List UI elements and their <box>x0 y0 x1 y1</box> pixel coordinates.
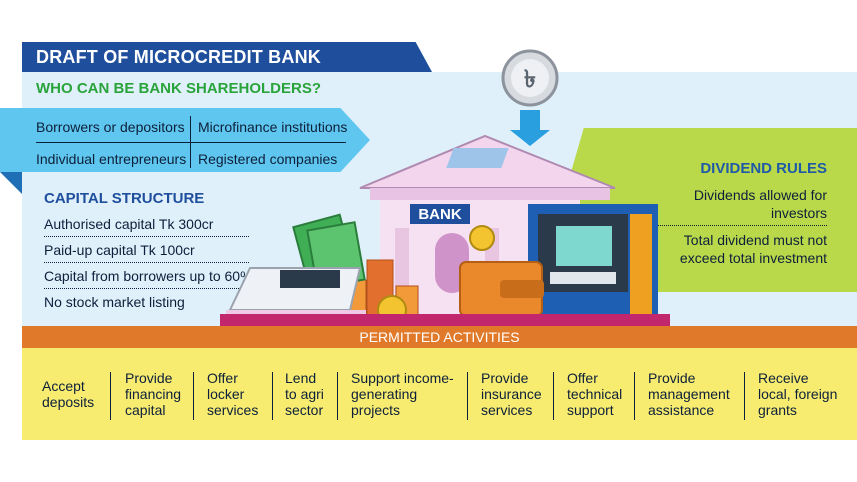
activity-item: Provide management assistance <box>648 370 730 418</box>
activity-line: Provide <box>481 370 529 386</box>
illustration-base <box>220 314 670 326</box>
activity-line: Receive <box>758 370 809 386</box>
activity-line: locker <box>207 386 245 402</box>
activity-item: Offer locker services <box>207 370 258 418</box>
activity-line: to agri <box>285 386 324 402</box>
activity-line: support <box>567 402 614 418</box>
bank-sign: BANK <box>418 206 461 223</box>
bank-illustration: ৳ BANK <box>220 49 670 330</box>
capital-item: Paid-up capital Tk 100cr <box>44 242 195 258</box>
activity-separator <box>193 372 194 420</box>
shareholder-item: Registered companies <box>198 151 338 167</box>
activity-item: Support income- generating projects <box>351 370 454 418</box>
activity-line: sector <box>285 402 324 418</box>
shareholders-heading: WHO CAN BE BANK SHAREHOLDERS? <box>36 80 321 97</box>
activity-line: Offer <box>207 370 238 386</box>
activity-line: Provide <box>125 370 173 386</box>
activity-line: Support income- <box>351 370 454 386</box>
taka-coin-icon: ৳ <box>501 49 559 107</box>
dividend-heading: DIVIDEND RULES <box>700 160 827 177</box>
activity-separator <box>553 372 554 420</box>
activity-line: financing <box>125 386 182 402</box>
activity-item: Provide insurance services <box>481 370 542 418</box>
dividend-item-line: investors <box>770 205 827 221</box>
capital-item: No stock market listing <box>44 294 185 310</box>
taka-symbol: ৳ <box>524 65 536 93</box>
activities-panel <box>22 348 857 440</box>
activity-line: Offer <box>567 370 598 386</box>
activity-item: Provide financing capital <box>125 370 181 418</box>
capital-item: Capital from borrowers up to 60% <box>44 268 253 284</box>
shareholders-box <box>0 108 370 172</box>
activity-separator <box>467 372 468 420</box>
activity-line: insurance <box>481 386 542 402</box>
dividend-item: Dividends allowed for investors <box>694 186 827 222</box>
activity-line: projects <box>351 402 401 418</box>
capital-heading: CAPITAL STRUCTURE <box>44 190 205 207</box>
dividend-item-line: Total dividend must not <box>683 232 827 248</box>
activity-line: Provide <box>648 370 696 386</box>
page-title: DRAFT OF MICROCREDIT BANK ORDINANCE <box>22 42 432 72</box>
capital-item: Authorised capital Tk 300cr <box>44 216 214 232</box>
wallet-icon <box>459 261 544 317</box>
activity-separator <box>337 372 338 420</box>
activity-line: capital <box>125 402 166 418</box>
activity-line: services <box>207 402 259 418</box>
activities-heading: PERMITTED ACTIVITIES <box>22 326 857 348</box>
shareholder-item: Individual entrepreneurs <box>36 151 187 167</box>
shareholder-item: Borrowers or depositors <box>36 119 185 135</box>
shareholders-divider <box>36 142 346 143</box>
activity-line: management <box>648 386 730 402</box>
dotted-divider <box>44 262 249 263</box>
dotted-divider <box>44 288 249 289</box>
activity-item: Accept deposits <box>42 378 94 410</box>
activity-line: assistance <box>648 402 715 418</box>
activity-separator <box>634 372 635 420</box>
activity-line: generating <box>351 386 418 402</box>
activity-item: Lend to agri sector <box>285 370 324 418</box>
activity-separator <box>744 372 745 420</box>
activity-line: local, foreign <box>758 386 838 402</box>
dividend-item: Total dividend must not exceed total inv… <box>680 231 827 267</box>
activity-line: technical <box>567 386 623 402</box>
activity-separator <box>110 372 111 420</box>
dividend-item-line: Dividends allowed for <box>693 187 827 203</box>
activity-line: services <box>481 402 533 418</box>
activity-line: deposits <box>42 394 95 410</box>
activity-line: Lend <box>285 370 317 386</box>
shareholder-item: Microfinance institutions <box>198 119 348 135</box>
activity-item: Receive local, foreign grants <box>758 370 837 418</box>
activity-item: Offer technical support <box>567 370 622 418</box>
dividend-item-line: exceed total investment <box>679 250 827 266</box>
activity-separator <box>272 372 273 420</box>
atm-machine <box>528 204 658 322</box>
shareholders-box-fold <box>0 172 22 194</box>
dotted-divider <box>44 236 249 237</box>
down-arrow-icon <box>510 110 550 146</box>
activity-line: grants <box>758 402 797 418</box>
dotted-divider <box>649 225 827 226</box>
activity-line: Accept <box>42 378 85 394</box>
